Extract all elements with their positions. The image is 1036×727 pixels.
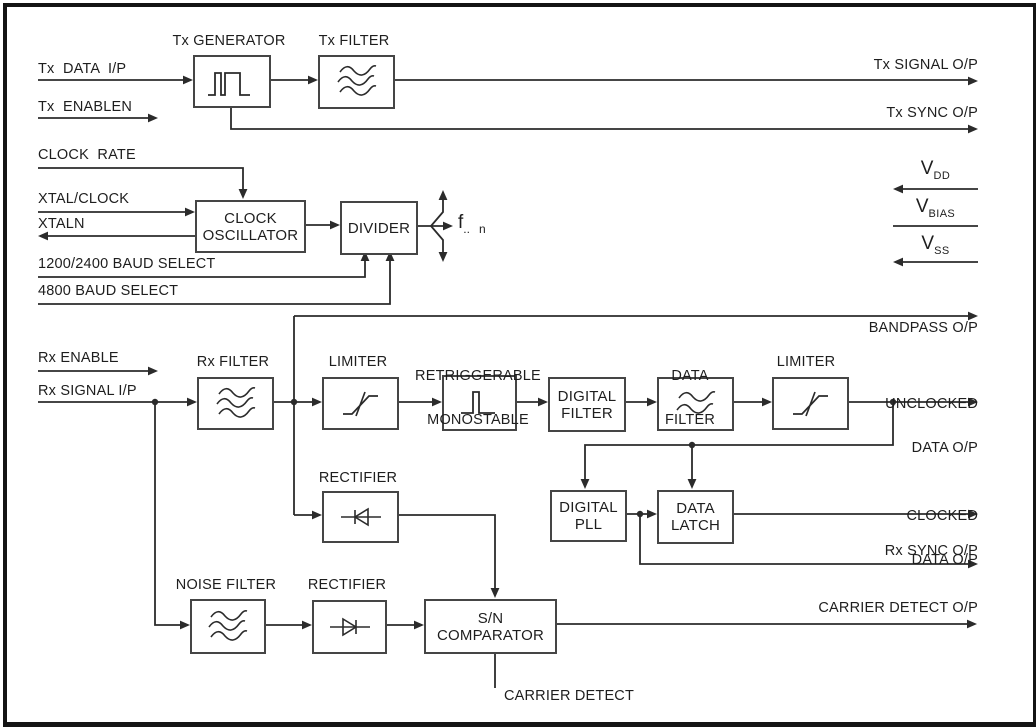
limiter2-box bbox=[772, 377, 849, 430]
limiter2-label: LIMITER bbox=[776, 354, 836, 370]
data-filter-box bbox=[657, 377, 734, 431]
tx-generator-label: Tx GENERATOR bbox=[172, 33, 286, 49]
tx-generator-box bbox=[193, 55, 271, 108]
rectifier-bottom-box bbox=[312, 600, 387, 654]
diode-right-icon bbox=[329, 617, 370, 637]
pin-rx-signal-ip: Rx SIGNAL I/P bbox=[38, 383, 137, 399]
rx-filter-box bbox=[197, 377, 274, 430]
pin-4800-baud-select: 4800 BAUD SELECT bbox=[38, 283, 179, 299]
pin-xtaln: XTALN bbox=[38, 216, 85, 232]
junction-dots bbox=[151, 398, 897, 518]
carrier-detect-time-constant-label: CARRIER DETECT TIME CONSTANT bbox=[503, 688, 635, 704]
limiter-curve-icon bbox=[342, 391, 378, 416]
rx-filter-label: Rx FILTER bbox=[196, 354, 270, 370]
noise-filter-label: NOISE FILTER bbox=[175, 577, 277, 593]
pin-unclocked-data-op: UNCLOCKED DATA O/P bbox=[885, 396, 978, 456]
pin-bandpass-op: BANDPASS O/P bbox=[868, 320, 978, 336]
clock-oscillator-box: CLOCK OSCILLATOR bbox=[195, 200, 306, 253]
pin-carrier-detect-op: CARRIER DETECT O/P bbox=[818, 600, 978, 616]
data-filter-label: DATA FILTER bbox=[664, 368, 716, 428]
limiter1-box bbox=[322, 377, 399, 430]
filter-wave-icon bbox=[675, 391, 715, 414]
pin-rx-sync-op: Rx SYNC O/P bbox=[884, 543, 978, 559]
pin-vbias: VBIAS bbox=[915, 196, 956, 220]
retriggerable-monostable-box bbox=[442, 375, 517, 431]
filter-wave-icon bbox=[336, 65, 376, 96]
pin-vss: VSS bbox=[921, 233, 950, 257]
pin-xtal-clock: XTAL/CLOCK bbox=[38, 191, 130, 207]
filter-wave-icon bbox=[208, 609, 248, 641]
frequency-output-label: f..n bbox=[458, 212, 486, 236]
limiter1-label: LIMITER bbox=[328, 354, 388, 370]
pin-clock-rate: CLOCK RATE bbox=[38, 147, 136, 163]
diode-left-icon bbox=[340, 507, 381, 527]
digital-filter-box: DIGITAL FILTER bbox=[548, 377, 626, 432]
rectifier-mid-box bbox=[322, 491, 399, 543]
digital-pll-box: DIGITAL PLL bbox=[550, 490, 627, 542]
noise-filter-box bbox=[190, 599, 266, 654]
data-latch-box: DATA LATCH bbox=[657, 490, 734, 544]
divider-box: DIVIDER bbox=[340, 201, 418, 255]
tx-filter-label: Tx FILTER bbox=[318, 33, 390, 49]
rectifier-bottom-label: RECTIFIER bbox=[307, 577, 387, 593]
pin-tx-data-ip: Tx DATA I/P bbox=[38, 61, 127, 77]
pin-vdd: VDD bbox=[920, 158, 951, 182]
pin-tx-enablen: Tx ENABLEN bbox=[38, 99, 133, 115]
divider-label: DIVIDER bbox=[347, 219, 411, 237]
single-pulse-icon bbox=[460, 391, 495, 414]
pin-clocked-data-op: CLOCKED DATA O/P bbox=[906, 508, 978, 568]
pin-rx-enable: Rx ENABLE bbox=[38, 350, 119, 366]
rectifier-mid-label: RECTIFIER bbox=[318, 470, 398, 486]
pin-tx-sync-op: Tx SYNC O/P bbox=[886, 105, 978, 121]
sn-comparator-box: S/N COMPARATOR bbox=[424, 599, 557, 654]
tx-filter-box bbox=[318, 55, 395, 109]
limiter-curve-icon bbox=[792, 391, 828, 416]
pulse-waveform-icon bbox=[208, 71, 250, 96]
pin-1200-2400-baud-select: 1200/2400 BAUD SELECT bbox=[38, 256, 216, 272]
clock-oscillator-label: CLOCK bbox=[224, 209, 277, 227]
pin-tx-signal-op: Tx SIGNAL O/P bbox=[873, 57, 978, 73]
monostable-label: RETRIGGERABLE MONOSTABLE bbox=[415, 368, 541, 428]
filter-wave-icon bbox=[215, 386, 255, 418]
arrowheads bbox=[38, 75, 978, 630]
